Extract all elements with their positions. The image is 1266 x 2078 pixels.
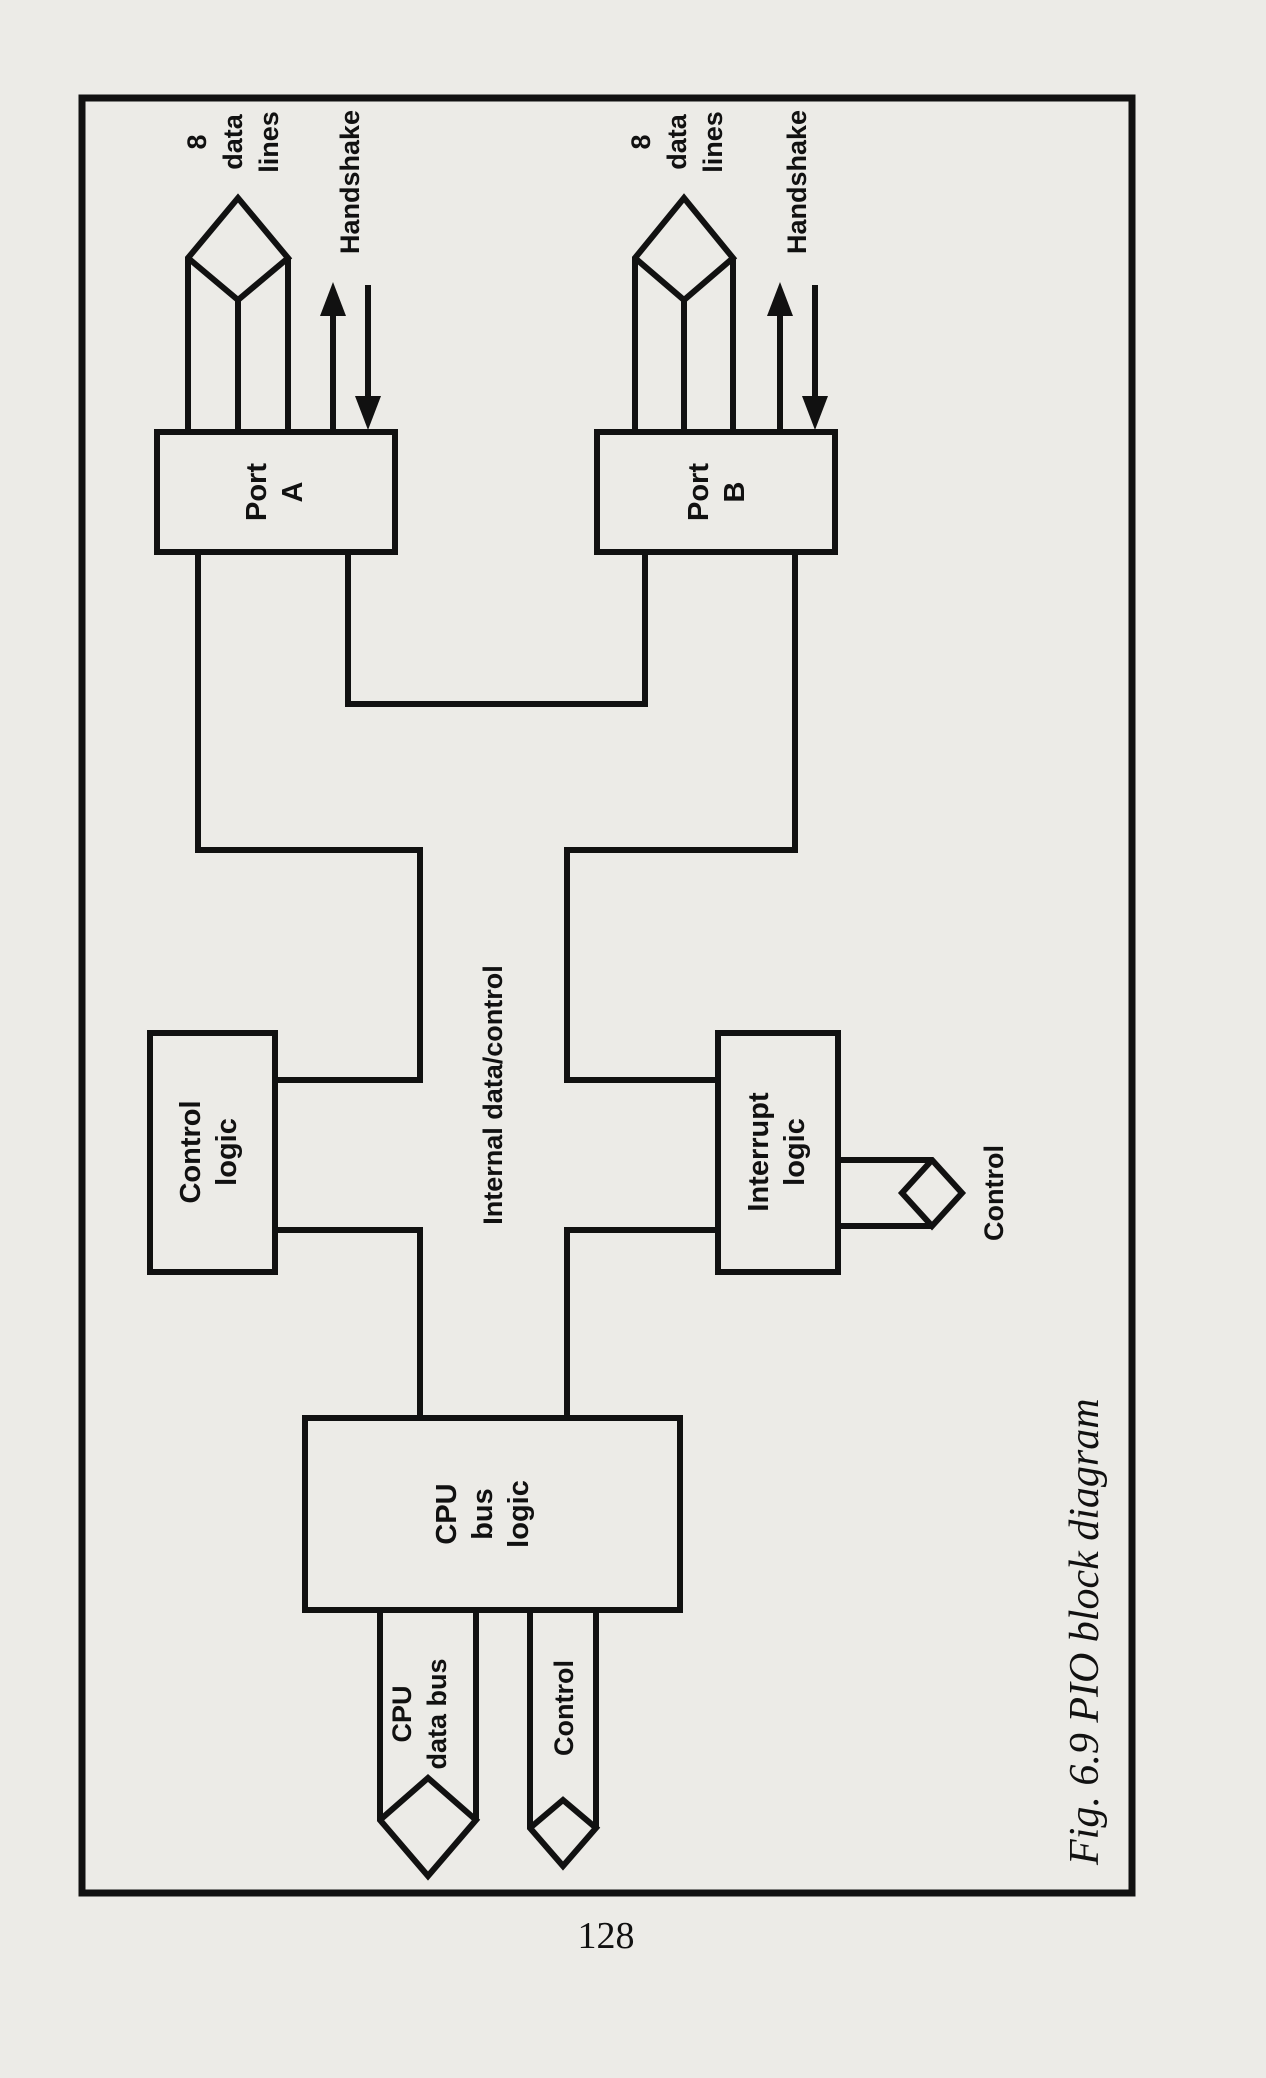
control-logic-label-line2: logic [211, 1118, 243, 1186]
down-arrow-icon [802, 396, 828, 430]
port-a-data-lines-label-line3: lines [254, 111, 284, 173]
interrupt-control-connector [838, 1157, 967, 1231]
port-a-data-lines-label-line1: 8 [182, 134, 212, 149]
control-logic-block [147, 1030, 278, 1275]
cpu-bus-logic-label-line1: CPU [431, 1483, 463, 1544]
cpu-data-bus-label-line1: CPU [387, 1685, 417, 1742]
cpu-control-connector [527, 1610, 601, 1871]
cpu-data-bus-connector [377, 1610, 481, 1881]
cpu-control-label: Control [549, 1660, 579, 1756]
port-a-label-line1: Port [241, 463, 273, 521]
cpu-bus-logic-block [302, 1415, 683, 1613]
internal-bus-lines [195, 552, 798, 1418]
figure-caption: Fig. 6.9 PIO block diagram [1062, 1398, 1108, 1866]
cpu-bus-logic-label-line3: logic [503, 1480, 535, 1548]
port-b-handshake-label: Handshake [782, 110, 812, 254]
port-b-data-lines-label-line1: 8 [626, 134, 656, 149]
port-b-data-lines-label-line2: data [662, 113, 692, 170]
diagram-frame [78, 94, 1136, 1897]
interrupt-control-label: Control [979, 1145, 1009, 1241]
port-a-data-lines-label-line2: data [218, 113, 248, 170]
internal-bus-label: Internal data/control [478, 965, 508, 1225]
port-a-block [154, 429, 398, 555]
cpu-data-bus-label-line2: data bus [422, 1658, 452, 1769]
port-b-label-line2: B [719, 482, 751, 503]
port-a-handshake-label: Handshake [335, 110, 365, 254]
interrupt-logic-label-line2: logic [779, 1118, 811, 1186]
port-b-data-lines-label-line3: lines [698, 111, 728, 173]
interrupt-logic-label-line1: Interrupt [743, 1092, 775, 1212]
control-logic-label-line1: Control [175, 1100, 207, 1203]
port-b-label-line1: Port [683, 463, 715, 521]
port-b-handshake-arrows [767, 282, 828, 432]
port-b-data-lines-connector [632, 193, 738, 432]
up-arrow-icon [320, 282, 346, 316]
interrupt-logic-block [715, 1030, 841, 1275]
page-number: 128 [578, 1915, 635, 1957]
down-arrow-icon [355, 396, 381, 430]
port-a-data-lines-connector [185, 193, 293, 432]
port-b-block [594, 429, 838, 555]
up-arrow-icon [767, 282, 793, 316]
cpu-bus-logic-label-line2: bus [467, 1488, 499, 1540]
port-a-handshake-arrows [320, 282, 381, 432]
port-a-label-line2: A [277, 481, 309, 502]
